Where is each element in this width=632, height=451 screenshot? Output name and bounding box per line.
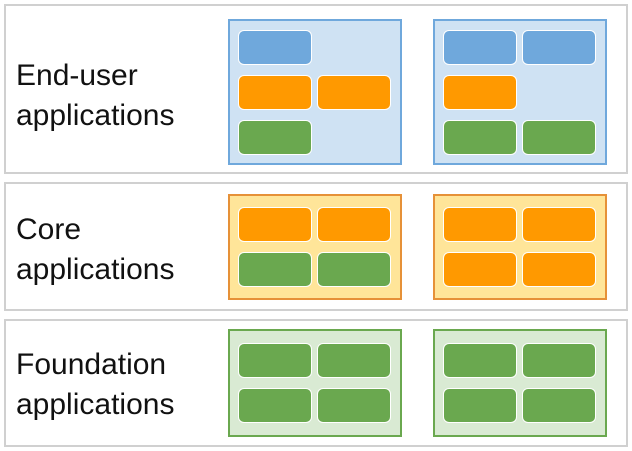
core-panel-2-tile-1-2	[522, 207, 596, 242]
end-user-panel-1-tile-3-1	[238, 120, 312, 155]
foundation-panel-1	[228, 329, 402, 437]
layer-end-user: End-user applications	[4, 4, 628, 174]
core-panel-2-tile-1-1	[443, 207, 517, 242]
end-user-panel-2	[433, 19, 607, 165]
foundation-panel-1-tile-1-2	[317, 343, 391, 378]
end-user-panel-1-tile-2-1	[238, 75, 312, 110]
layer-label-foundation: Foundation applications	[16, 348, 175, 421]
core-panel-1-tile-2-1	[238, 252, 312, 287]
foundation-panel-2-tile-2-2	[522, 388, 596, 423]
layer-foundation: Foundation applications	[4, 319, 628, 447]
foundation-panel-2	[433, 329, 607, 437]
foundation-panel-1-tile-2-1	[238, 388, 312, 423]
end-user-panel-1	[228, 19, 402, 165]
core-panel-1-tile-1-1	[238, 207, 312, 242]
foundation-panel-1-tile-2-2	[317, 388, 391, 423]
core-panel-2-tile-2-2	[522, 252, 596, 287]
core-panel-2-tile-2-1	[443, 252, 517, 287]
core-panel-1	[228, 194, 402, 300]
foundation-panel-2-tile-1-2	[522, 343, 596, 378]
end-user-panel-2-tile-3-1	[443, 120, 517, 155]
foundation-panel-2-tile-1-1	[443, 343, 517, 378]
foundation-panel-1-tile-1-1	[238, 343, 312, 378]
layer-core: Core applications	[4, 182, 628, 311]
end-user-panel-2-tile-3-2	[522, 120, 596, 155]
end-user-panel-2-tile-2-1	[443, 75, 517, 110]
end-user-panel-2-tile-1-2	[522, 30, 596, 65]
end-user-panel-2-tile-1-1	[443, 30, 517, 65]
core-panel-1-tile-1-2	[317, 207, 391, 242]
foundation-panel-2-tile-2-1	[443, 388, 517, 423]
end-user-panel-1-tile-1-1	[238, 30, 312, 65]
end-user-panel-1-tile-2-2	[317, 75, 391, 110]
layer-label-end-user: End-user applications	[16, 59, 175, 132]
core-panel-1-tile-2-2	[317, 252, 391, 287]
layer-label-core: Core applications	[16, 213, 175, 286]
core-panel-2	[433, 194, 607, 300]
